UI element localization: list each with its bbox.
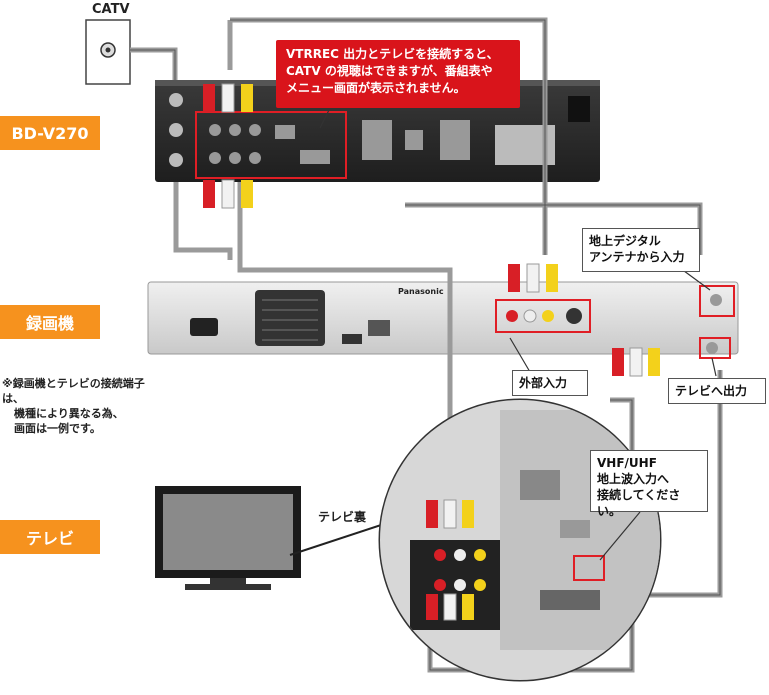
external-input-callout: 外部入力 bbox=[512, 370, 588, 396]
rca-plugs-recorder-out bbox=[612, 347, 660, 377]
recorder-device bbox=[147, 281, 739, 359]
note-line-1: ※録画機とテレビの接続端子は、 bbox=[2, 377, 145, 405]
tv-monitor bbox=[155, 486, 391, 590]
warning-line-1: VTRREC 出力とテレビを接続すると、 bbox=[286, 47, 499, 61]
vhf-line-2: 地上波入力へ bbox=[597, 472, 670, 486]
digital-antenna-callout: 地上デジタル アンテナから入力 bbox=[582, 228, 700, 272]
rca-plugs-bd-top bbox=[203, 83, 253, 113]
recorder-label: 録画機 bbox=[0, 305, 100, 339]
bd-v270-label: BD-V270 bbox=[0, 116, 100, 150]
tv-output-callout: テレビへ出力 bbox=[668, 378, 766, 404]
tv-back-label: テレビ裏 bbox=[318, 510, 367, 524]
model-note: ※録画機とテレビの接続端子は、 機種により異なる為、 画面は一例です。 bbox=[2, 376, 152, 436]
note-line-2: 機種により異なる為、 bbox=[14, 407, 124, 420]
warning-callout: VTRREC 出力とテレビを接続すると、 CATV の視聴はできますが、番組表や… bbox=[276, 40, 520, 108]
vhf-line-1: VHF/UHF bbox=[597, 456, 657, 470]
vhf-uhf-callout: VHF/UHF 地上波入力へ 接続してください。 bbox=[590, 450, 708, 518]
warning-line-3: メニュー画面が表示されません。 bbox=[286, 81, 466, 95]
rca-plugs-recorder-in bbox=[508, 263, 558, 293]
digital-antenna-line-2: アンテナから入力 bbox=[589, 250, 685, 264]
warning-line-2: CATV の視聴はできますが、番組表や bbox=[286, 64, 493, 78]
catv-label: CATV bbox=[92, 2, 130, 17]
rca-plugs-bd-bottom bbox=[203, 179, 253, 209]
panasonic-logo: Panasonic bbox=[398, 287, 444, 296]
tv-back-zoom bbox=[378, 398, 662, 682]
catv-outlet bbox=[85, 19, 131, 85]
tv-label: テレビ bbox=[0, 520, 100, 554]
vhf-line-3: 接続してください。 bbox=[597, 488, 681, 518]
note-line-3: 画面は一例です。 bbox=[14, 422, 101, 435]
callout-pointers bbox=[319, 107, 717, 561]
digital-antenna-line-1: 地上デジタル bbox=[589, 234, 661, 248]
